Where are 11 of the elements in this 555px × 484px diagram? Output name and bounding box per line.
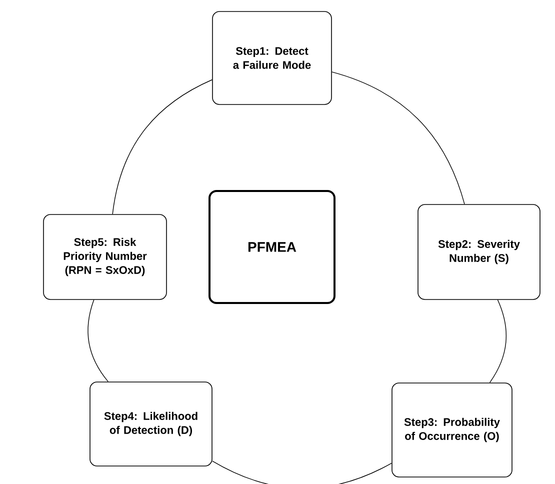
step-box: Step4: Likelihood of Detection (D)	[90, 382, 212, 466]
ring-arc	[112, 79, 212, 214]
step-box: Step3: Probability of Occurrence (O)	[392, 382, 512, 478]
step-box: Step2: Severity Number (S)	[418, 204, 540, 300]
center-box: PFMEA	[208, 190, 336, 304]
ring-arc	[88, 300, 108, 382]
ring-arc	[212, 460, 392, 484]
step-box: Step1: Detect a Failure Mode	[212, 11, 332, 105]
ring-arc	[489, 300, 507, 383]
step-box: Step5: Risk Priority Number (RPN = SxOxD)	[43, 214, 167, 300]
ring-arc	[332, 72, 465, 204]
